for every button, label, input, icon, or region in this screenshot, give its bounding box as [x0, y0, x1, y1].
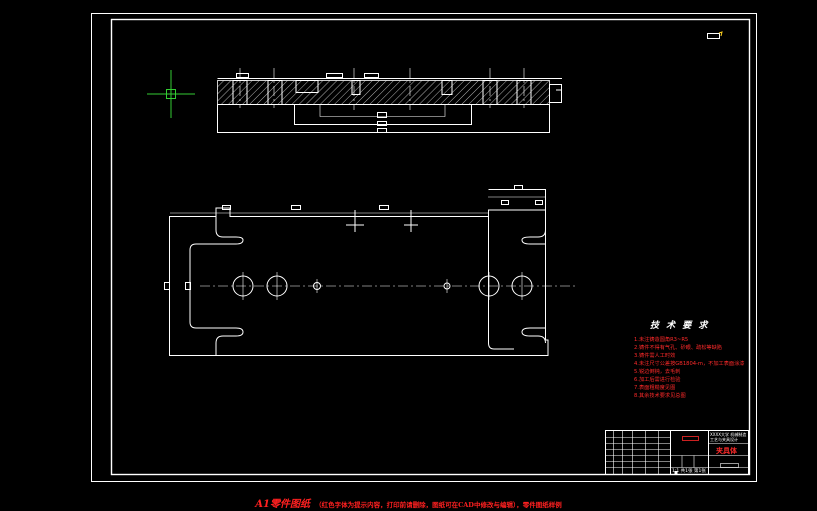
footer-caption: A1零件图纸 （红色字体为提示内容，打印前请删除，图纸可在CAD中修改与编辑），…	[0, 492, 817, 511]
crosshair-cursor-icon	[147, 70, 195, 118]
title-block-school: XXXX大学 机械制造工艺与夹具设计	[710, 432, 747, 442]
footer-note-text: （红色字体为提示内容，打印前请删除，图纸可在CAD中修改与编辑），零件图纸样例	[315, 501, 562, 509]
list-item: 2.铸件不得有气孔、砂眼、疏松等缺陷	[634, 345, 722, 351]
list-item: 7.表面粗糙度见图	[634, 385, 676, 391]
view-marker-icon	[707, 31, 723, 39]
title-block	[605, 430, 749, 475]
list-item: 1.未注铸造圆角R3~R5	[634, 337, 689, 343]
tech-requirements-list: 1.未注铸造圆角R3~R5 2.铸件不得有气孔、砂眼、疏松等缺陷 3.铸件需人工…	[634, 336, 744, 400]
list-item: 3.铸件需人工时效	[634, 353, 676, 359]
footer-main-text: A1零件图纸	[255, 499, 310, 510]
list-item: 4.未注尺寸公差按GB1804-m，不加工表面涂漆	[634, 361, 745, 367]
sheet-inner-border	[110, 18, 751, 476]
section-view	[217, 68, 562, 133]
tech-requirements-title: 技 术 要 求	[650, 321, 710, 331]
sheet-outer-border	[91, 13, 757, 482]
title-block-scale: 1:1 共1张 第1张	[672, 469, 706, 474]
plan-view	[164, 185, 578, 356]
list-item: 8.其余技术要求见总图	[634, 393, 686, 399]
list-item: 5.锐边倒钝，去毛刺	[634, 369, 681, 375]
title-block-part-name: 夹具体	[716, 447, 737, 455]
list-item: 6.加工后需进行检验	[634, 377, 681, 383]
